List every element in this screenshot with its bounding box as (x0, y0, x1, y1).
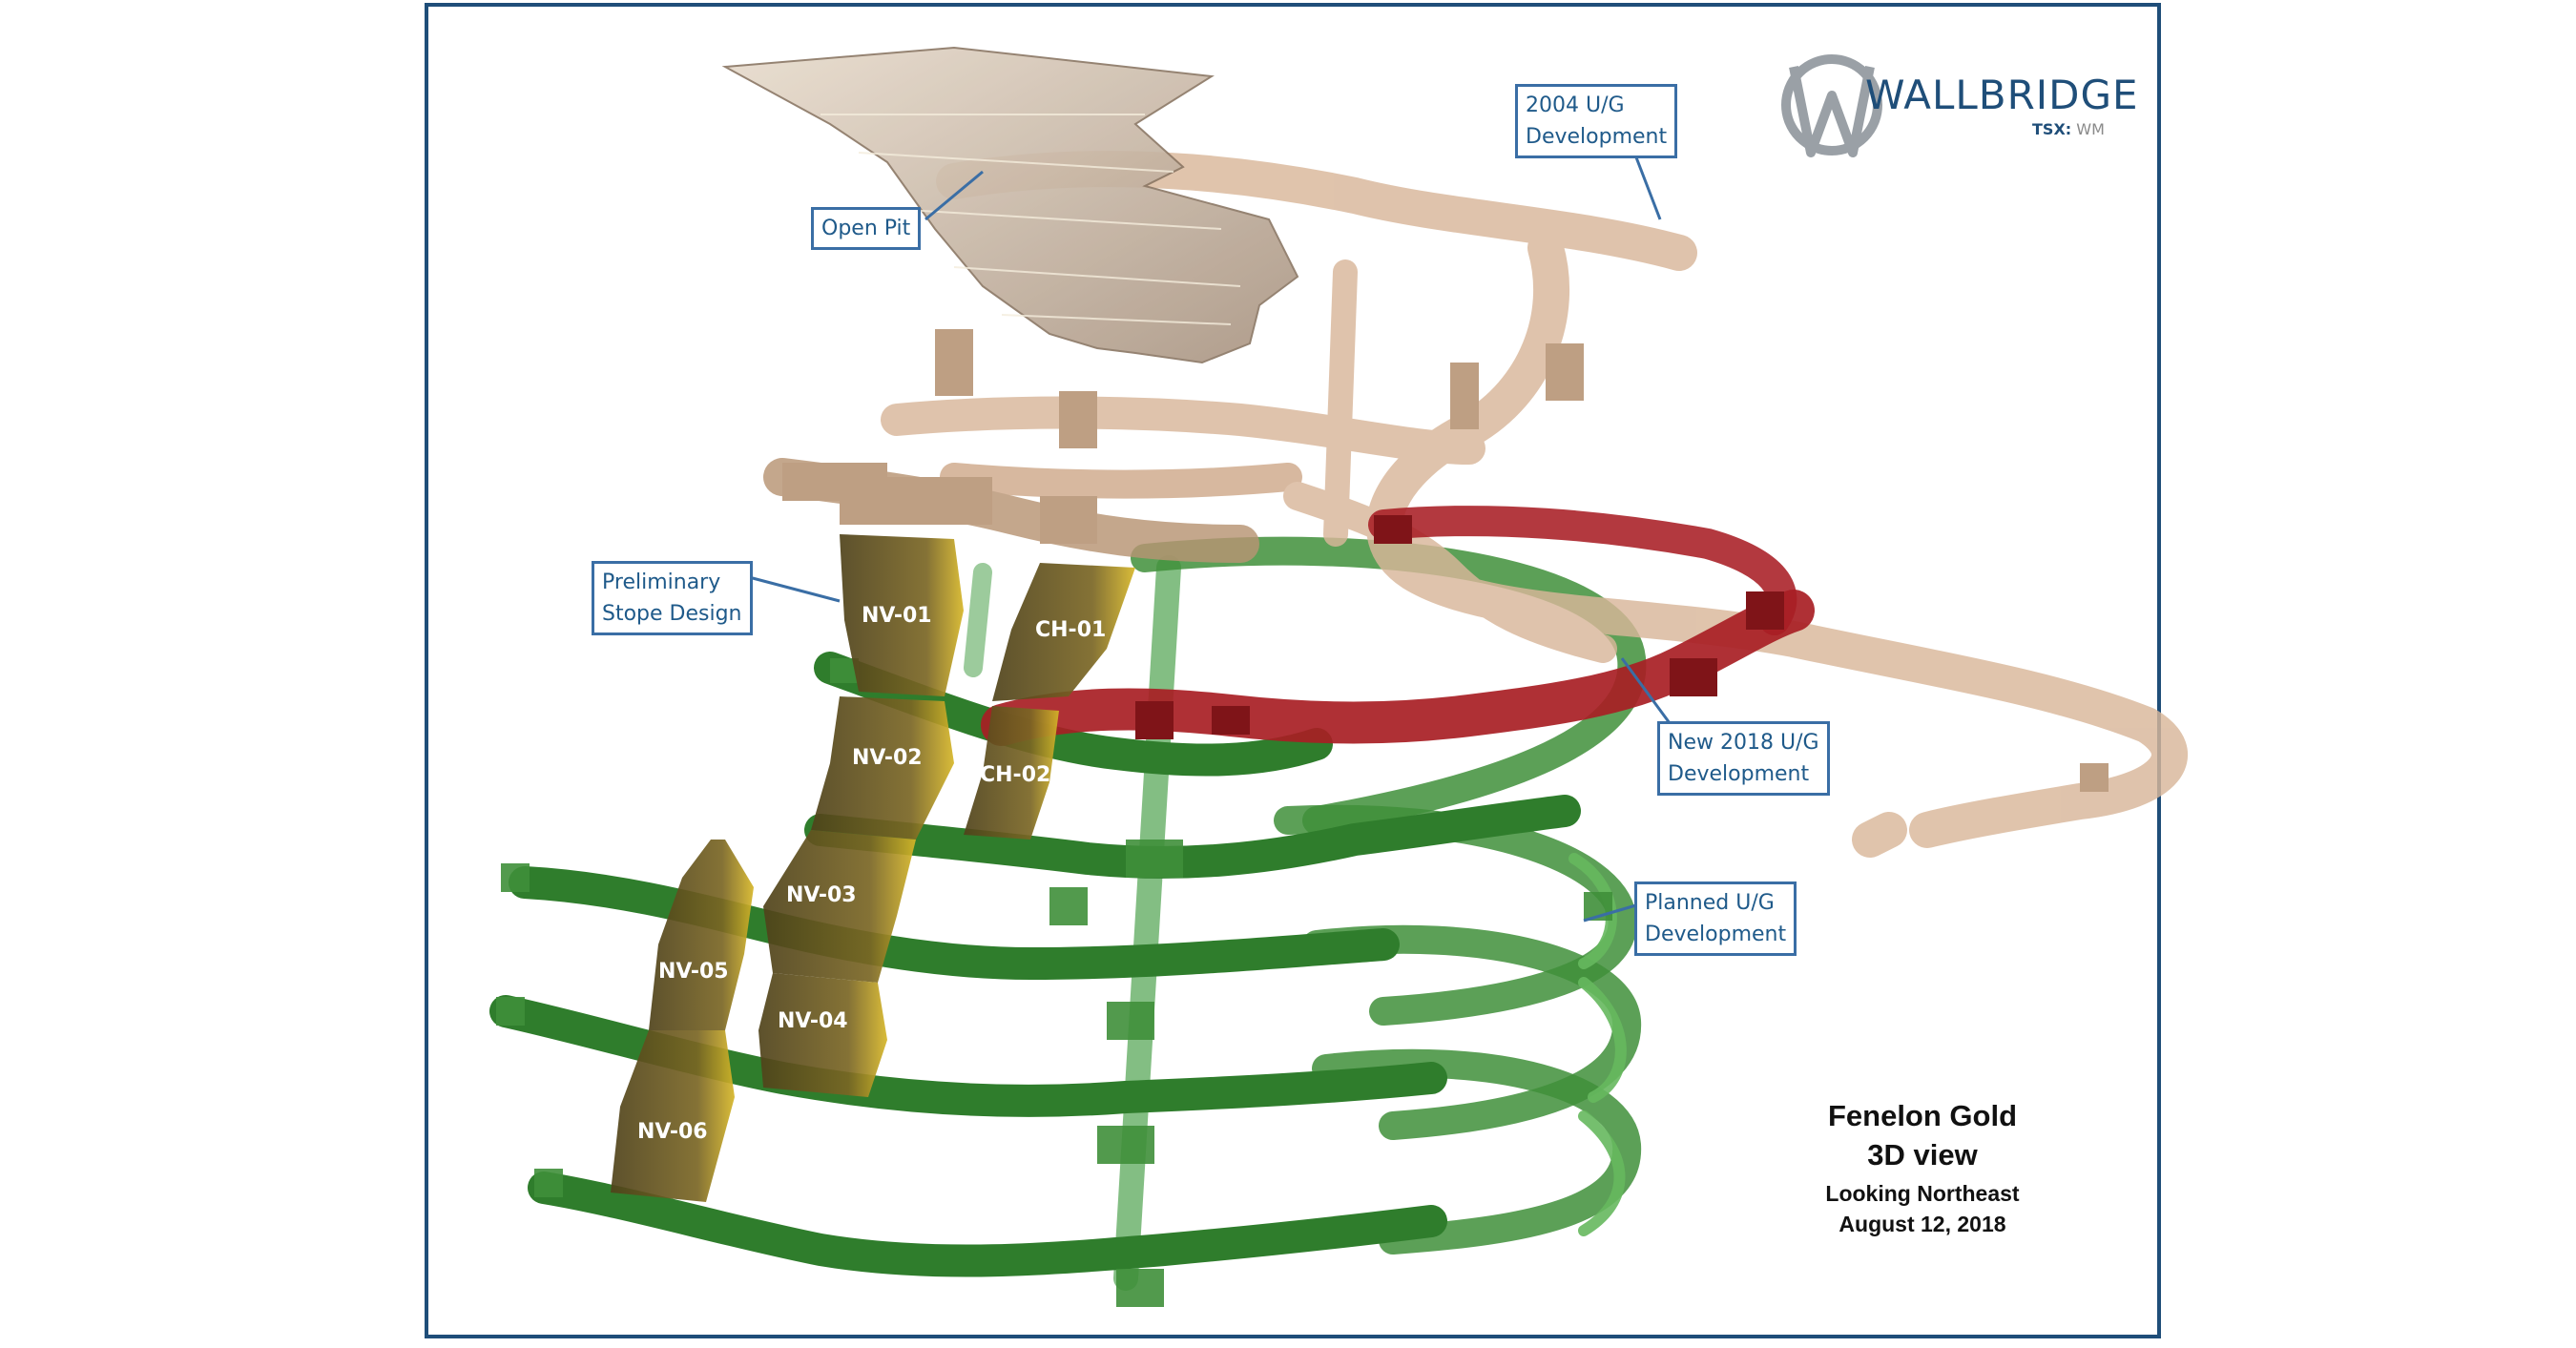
callout-2018-line-1: New 2018 U/G (1668, 731, 1819, 755)
stope-ch-02 (964, 706, 1059, 840)
planned-level-3-back (1302, 924, 1642, 1140)
planned-level-1-front (814, 652, 1333, 777)
stope-labels: NV-01 CH-01 NV-02 CH-02 NV-03 NV-05 NV-0… (637, 604, 1106, 1144)
open-pit-rim (721, 46, 1299, 364)
pointer-2018 (1620, 657, 1672, 724)
dev-2004-lower (1283, 482, 1617, 663)
logo-ticker: TSX: WM (2032, 120, 2105, 138)
callout-open-pit-text: Open Pit (821, 217, 911, 240)
planned-level-5-front (528, 1172, 1447, 1277)
stope-label-nv-05: NV-05 (658, 960, 729, 984)
planned-raise-left (964, 563, 992, 677)
stope-label-ch-02: CH-02 (980, 763, 1050, 787)
dev-2004-level-b (940, 463, 1302, 499)
preliminary-stopes: NV-01 CH-01 NV-02 CH-02 NV-03 NV-05 NV-0… (611, 534, 1135, 1202)
caption-title: Fenelon Gold (1827, 1099, 2018, 1132)
stope-label-ch-01: CH-01 (1035, 618, 1106, 642)
dev-2004-blocks (782, 329, 2109, 792)
ug-development-2018 (981, 506, 1815, 746)
stope-nv-03 (763, 830, 916, 983)
logo-exchange: TSX: (2032, 120, 2072, 138)
stope-label-nv-01: NV-01 (862, 604, 932, 628)
callout-2004-line-1: 2004 U/G (1526, 93, 1625, 117)
callout-open-pit: Open Pit (811, 207, 922, 250)
stope-ch-01 (992, 563, 1135, 701)
callout-2004-line-2: Development (1526, 125, 1668, 149)
open-pit (721, 46, 1299, 364)
stope-nv-05 (649, 840, 754, 1030)
callout-preliminary-stope: Preliminary Stope Design (592, 561, 753, 635)
open-pit-benches (821, 114, 1241, 325)
caption-subtitle: 3D view (1867, 1138, 1978, 1172)
stope-label-nv-06: NV-06 (637, 1120, 708, 1144)
caption-date: August 12, 2018 (1839, 1212, 2006, 1236)
stope-label-nv-02: NV-02 (852, 746, 923, 770)
stope-nv-04 (758, 973, 887, 1097)
wallbridge-logo-icon (1781, 54, 1882, 157)
pointer-2004 (1634, 156, 1662, 220)
planned-level-1-back (1131, 536, 1647, 835)
stope-nv-02 (811, 696, 954, 840)
caption-view-direction: Looking Northeast (1825, 1181, 2020, 1206)
callout-planned-development: Planned U/G Development (1634, 881, 1797, 956)
stope-nv-06 (611, 1030, 735, 1202)
planned-level-4-back (1312, 1048, 1642, 1255)
planned-raise-central (1113, 555, 1181, 1291)
callout-2018-line-2: Development (1668, 762, 1810, 786)
stope-label-nv-04: NV-04 (778, 1009, 848, 1033)
logo-wordmark: WALLBRIDGE (1865, 72, 2139, 118)
pointer-open-pit (924, 170, 984, 221)
stope-nv-01 (840, 534, 964, 696)
dev-2004-level-a (881, 396, 1485, 465)
planned-level-3-front (509, 866, 1400, 980)
planned-crosscuts (496, 658, 1612, 1307)
callout-planned-line-2: Development (1645, 923, 1787, 946)
ug-development-2004 (763, 151, 2188, 858)
callout-prelim-line-2: Stope Design (602, 602, 742, 626)
pointer-prelim-stope (748, 575, 841, 603)
stope-label-nv-03: NV-03 (786, 883, 857, 907)
planned-level-2-front (804, 795, 1581, 879)
dev-2004-shaft (1323, 259, 1358, 547)
dev-2018-blocks (1135, 515, 1784, 739)
callout-planned-line-1: Planned U/G (1645, 891, 1775, 915)
dev-2018-ramp (1368, 506, 1797, 635)
callout-prelim-line-1: Preliminary (602, 570, 721, 594)
callout-new-2018-development: New 2018 U/G Development (1657, 721, 1830, 796)
logo-symbol: WM (2076, 120, 2105, 138)
callout-2004-development: 2004 U/G Development (1515, 84, 1678, 158)
